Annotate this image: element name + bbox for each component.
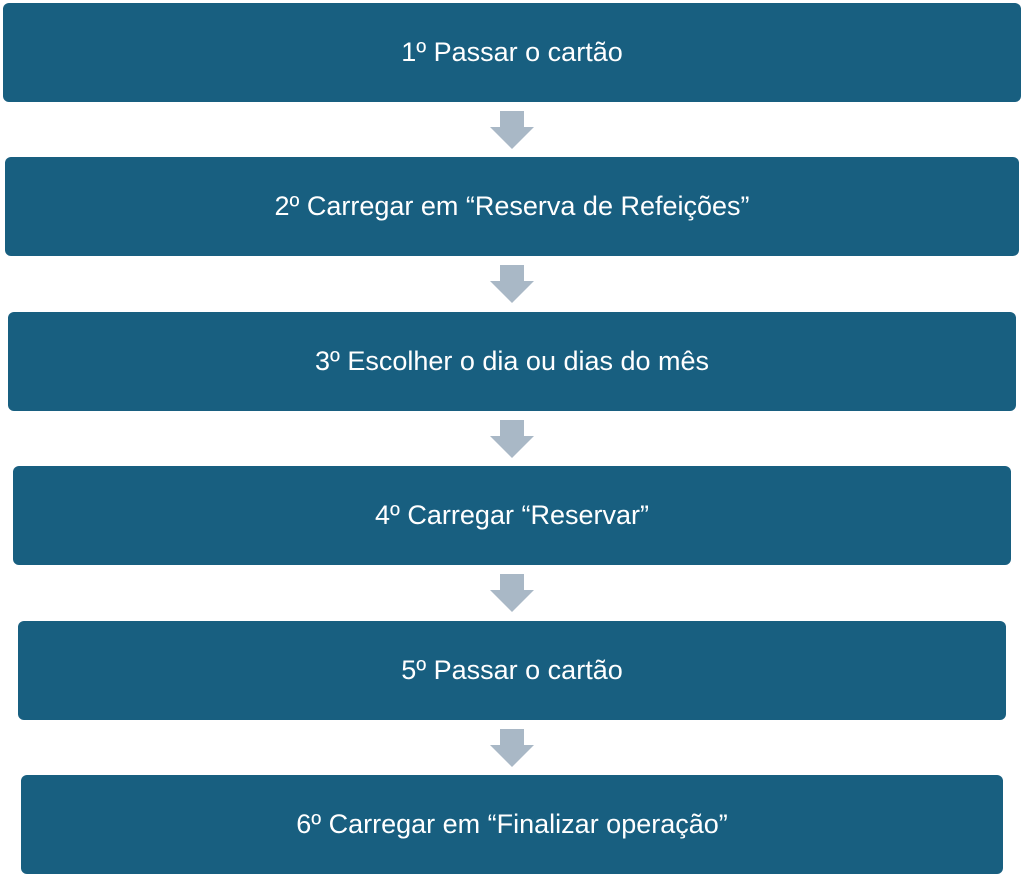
down-arrow-icon: [490, 729, 534, 767]
step-2-label: 2º Carregar em “Reserva de Refeições”: [274, 191, 750, 221]
step-4-box: 4º Carregar “Reservar”: [13, 466, 1011, 565]
down-arrow-icon: [490, 420, 534, 458]
down-arrow-icon: [490, 574, 534, 612]
step-6-box: 6º Carregar em “Finalizar operação”: [21, 775, 1003, 874]
down-arrow-icon: [490, 265, 534, 303]
step-2-box: 2º Carregar em “Reserva de Refeições”: [5, 157, 1019, 256]
down-arrow-icon: [490, 111, 534, 149]
step-5-box: 5º Passar o cartão: [18, 621, 1006, 720]
step-1-label: 1º Passar o cartão: [401, 37, 623, 67]
step-6-label: 6º Carregar em “Finalizar operação”: [296, 809, 728, 839]
step-3-label: 3º Escolher o dia ou dias do mês: [314, 346, 710, 376]
step-1-box: 1º Passar o cartão: [3, 3, 1021, 102]
step-5-label: 5º Passar o cartão: [401, 655, 623, 685]
step-4-label: 4º Carregar “Reservar”: [375, 500, 649, 530]
step-3-box: 3º Escolher o dia ou dias do mês: [8, 312, 1016, 411]
